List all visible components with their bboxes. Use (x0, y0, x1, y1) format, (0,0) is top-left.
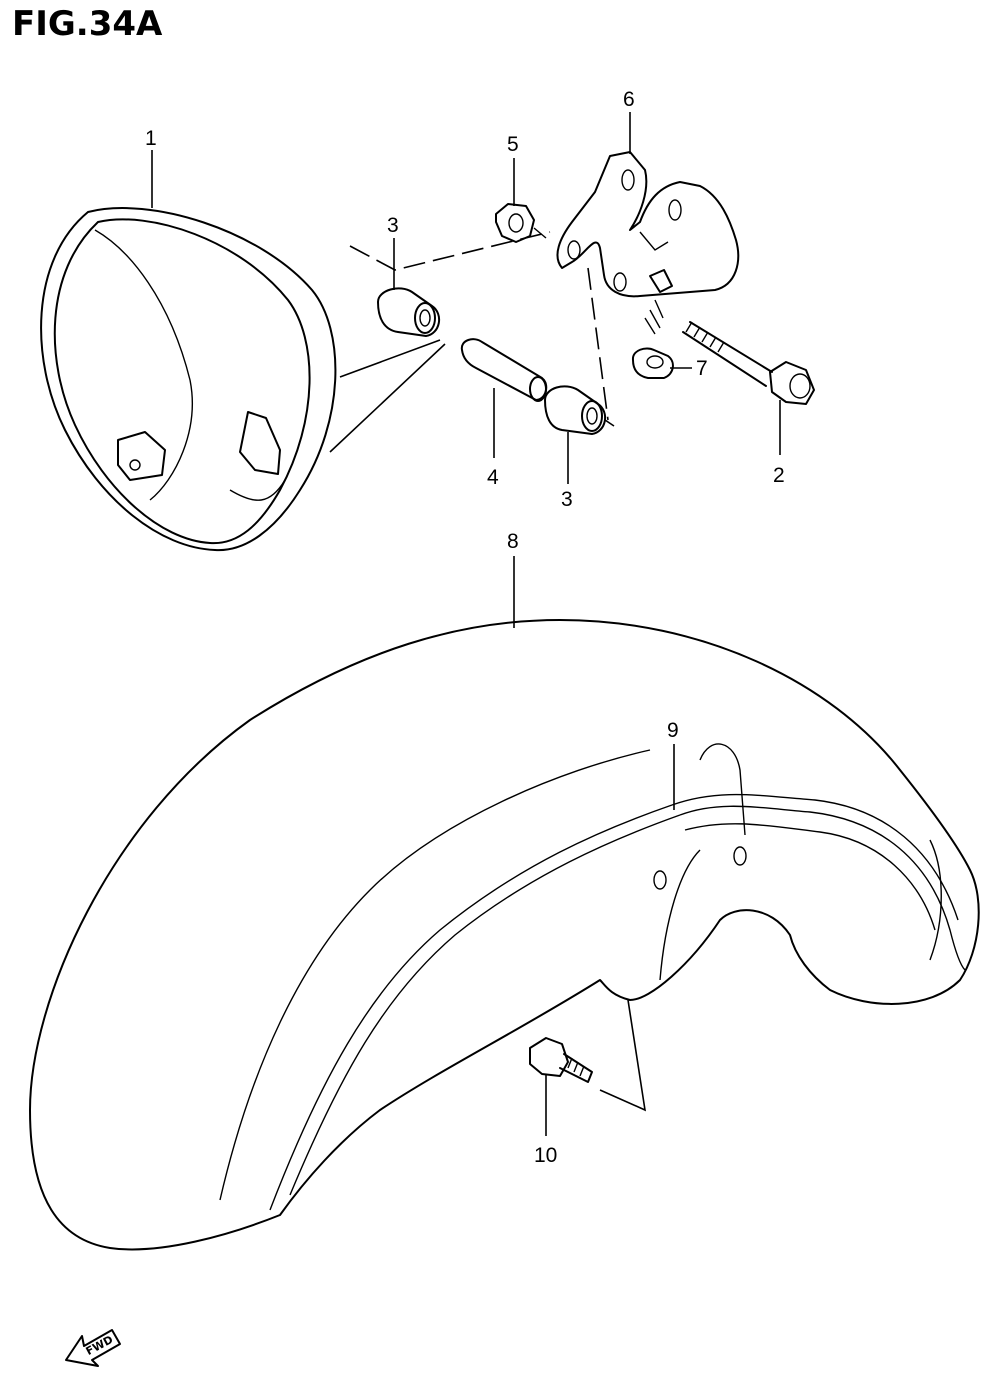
spacer-tube (460, 338, 548, 402)
assembly-line-upper (349, 231, 551, 271)
assembly-line-fender (599, 999, 647, 1112)
assembly-line-housing (329, 339, 446, 453)
forward-arrow-icon: FWD (65, 1329, 121, 1367)
mounting-bracket (556, 151, 740, 335)
callout-4: 4 (487, 466, 499, 489)
cap-nut (495, 203, 547, 243)
flange-nut (632, 347, 674, 379)
figure-title: FIG.34A (12, 4, 163, 44)
assembly-line-bracket (587, 267, 609, 421)
callout-10: 10 (534, 1144, 557, 1167)
collar-upper (377, 287, 441, 337)
collar-lower (544, 385, 607, 435)
headlight-housing (40, 207, 337, 552)
callout-6: 6 (623, 88, 635, 111)
callout-3-upper: 3 (387, 214, 399, 237)
callout-9: 9 (667, 719, 679, 742)
callout-8: 8 (507, 530, 519, 553)
callout-5: 5 (507, 133, 519, 156)
assembly-line-end (604, 419, 615, 427)
callout-1: 1 (145, 127, 157, 150)
fender-bolt (529, 1037, 593, 1083)
bolt (682, 321, 815, 405)
callout-3-lower: 3 (561, 488, 573, 511)
callout-2: 2 (773, 464, 785, 487)
callout-7: 7 (696, 357, 708, 380)
front-fender (29, 619, 980, 1251)
